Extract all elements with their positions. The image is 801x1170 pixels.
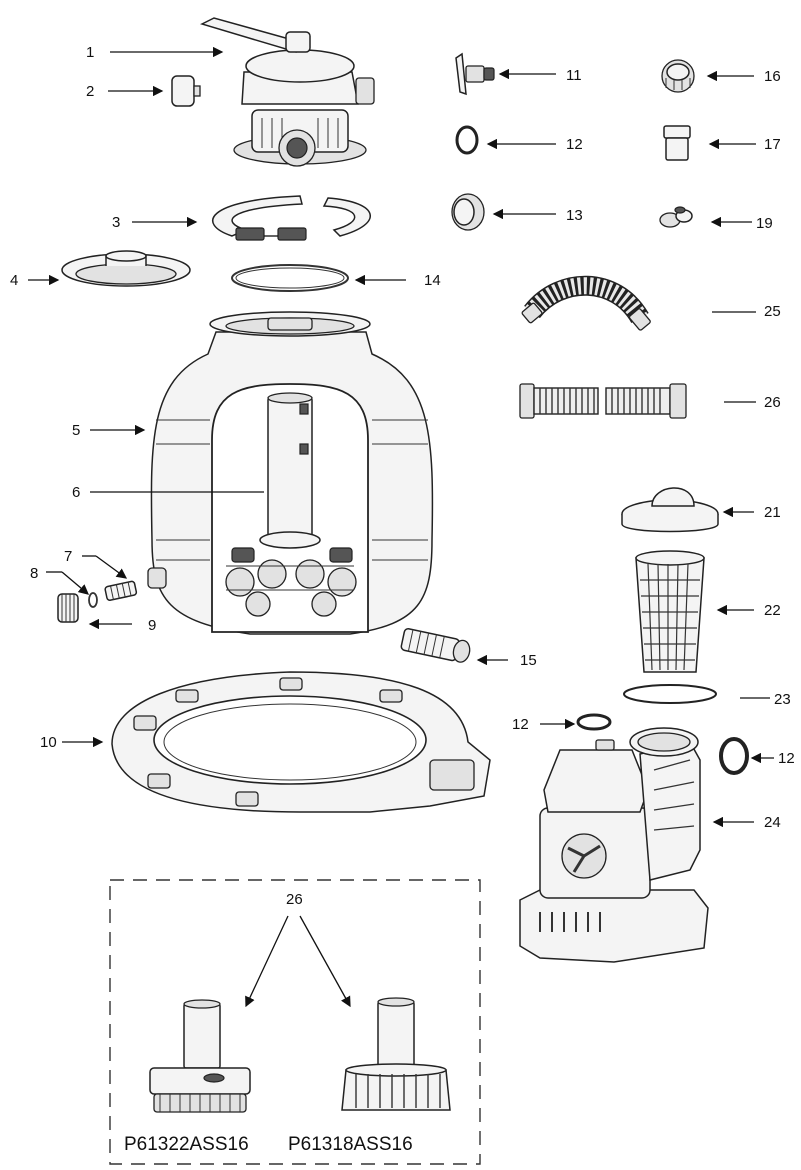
part-3-clamp <box>212 195 371 241</box>
label-14: 14 <box>424 272 441 289</box>
label-12b: 12 <box>512 716 529 733</box>
option-box-26: 26 P61322ASS16 P61318ASS16 <box>109 879 481 1165</box>
part-7-drain-screen <box>104 580 138 601</box>
part-25-hose-straight <box>519 383 687 419</box>
part-20-strainer-lid <box>621 487 719 533</box>
label-19: 19 <box>756 215 773 232</box>
code-right: P61318ASS16 <box>288 1134 413 1155</box>
part-2-pressure-gauge <box>171 75 201 107</box>
part-10-base <box>111 671 491 813</box>
label-4: 4 <box>10 272 18 289</box>
label-3: 3 <box>112 214 120 231</box>
part-14-o-ring <box>231 264 349 292</box>
part-11-inlet-nozzle <box>455 52 495 96</box>
option-valve-left <box>149 999 251 1113</box>
label-16: 16 <box>764 68 781 85</box>
label-25: 26 <box>764 394 781 411</box>
part-17-adapter <box>663 125 691 161</box>
part-13-strainer-cap <box>451 193 485 231</box>
part-22-o-ring <box>623 684 717 704</box>
label-21: 22 <box>764 602 781 619</box>
label-23: 24 <box>764 814 781 831</box>
part-24-hose-curved <box>521 275 651 331</box>
label-15: 15 <box>520 652 537 669</box>
label-12: 12 <box>566 136 583 153</box>
part-12-gasket <box>455 125 479 155</box>
label-13: 13 <box>566 207 583 224</box>
part-16-hose-nut <box>661 59 695 93</box>
part-6-standpipe-laterals <box>225 392 357 617</box>
part-21-strainer-basket <box>635 550 705 673</box>
part-23-pump-motor <box>519 727 709 963</box>
label-12c: 12 <box>778 750 795 767</box>
code-left: P61322ASS16 <box>124 1134 249 1155</box>
part-12-gasket-pump-outlet <box>719 737 749 775</box>
label-8: 8 <box>30 565 38 582</box>
label-1: 1 <box>86 44 94 61</box>
label-5: 5 <box>72 422 80 439</box>
label-2: 2 <box>86 83 94 100</box>
label-6: 6 <box>72 484 80 501</box>
part-15-threaded-connector <box>400 628 471 663</box>
label-20: 21 <box>764 504 781 521</box>
label-11: 11 <box>566 67 582 84</box>
part-8-drain-o-ring <box>88 592 98 608</box>
part-12-gasket-pump-inlet <box>576 713 612 731</box>
label-10: 10 <box>40 734 57 751</box>
label-22: 23 <box>774 691 791 708</box>
label-17: 17 <box>764 136 781 153</box>
label-9: 9 <box>148 617 156 634</box>
part-1-multiport-valve <box>199 17 375 167</box>
part-19-hose-clamp <box>659 206 693 228</box>
option-valve-right <box>341 997 451 1111</box>
label-24: 25 <box>764 303 781 320</box>
label-26: 26 <box>286 891 303 908</box>
part-9-drain-cap <box>57 593 79 623</box>
label-7: 7 <box>64 548 72 565</box>
part-4-filter-lid <box>61 250 191 287</box>
